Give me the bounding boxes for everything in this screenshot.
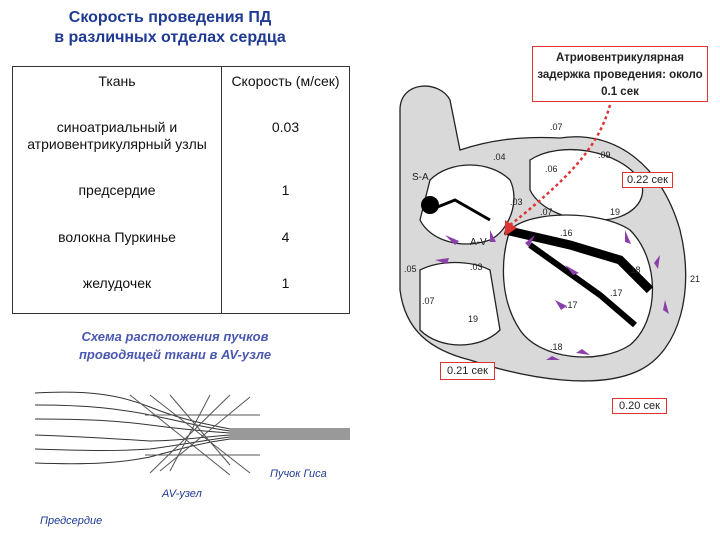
table-row-1-tissue: синоатриальный и атриовентрикулярный узл… <box>27 119 207 152</box>
table-row-1-speed: 0.03 <box>271 119 300 135</box>
time-label-021: 0.21 сек <box>440 362 495 380</box>
speed-table: Ткань Скорость (м/сек) синоатриальный и … <box>12 66 350 314</box>
av-node-bundle-scheme <box>34 391 350 476</box>
value-15: .07 <box>422 296 435 306</box>
value-14: .17 <box>565 300 578 310</box>
page-title: Скорость проведения ПД в различных отдел… <box>20 8 320 48</box>
bundle-line-2 <box>34 404 350 432</box>
table-row-2-speed: 1 <box>281 182 290 198</box>
value-8: .16 <box>560 228 573 238</box>
av-delay-box: Атриовентрикулярная задержка проведения:… <box>532 46 708 102</box>
label-sa: S-A <box>412 172 429 183</box>
right-bundle-branch <box>528 242 637 328</box>
bundle-line-1 <box>34 391 350 430</box>
left-atrium <box>529 148 644 221</box>
bundle-crosslines <box>129 394 260 476</box>
value-7: 19 <box>610 207 620 217</box>
table-header-tissue: Ткань <box>98 73 136 89</box>
time-label-020: 0.20 сек <box>612 398 667 414</box>
label-av: A-V <box>470 237 487 248</box>
value-6: .07 <box>540 207 553 217</box>
right-atrium <box>419 164 515 245</box>
time-label-022: 0.22 сек <box>622 172 673 188</box>
value-5: .03 <box>510 197 523 207</box>
label-av-node: AV-узел <box>162 488 202 500</box>
title-line-2: в различных отделах сердца <box>54 29 286 46</box>
value-10: .03 <box>470 262 483 272</box>
propagation-arrows <box>435 230 669 360</box>
av-node-marker <box>505 220 517 236</box>
his-bundle <box>503 225 654 294</box>
table-row-4-speed: 1 <box>281 275 290 291</box>
value-16: 19 <box>468 314 478 324</box>
value-12: 21 <box>690 274 700 284</box>
right-ventricle <box>419 261 501 346</box>
value-1: .07 <box>550 122 563 132</box>
bundle-line-3 <box>34 418 350 434</box>
value-13: .17 <box>610 288 623 298</box>
value-3: .04 <box>493 152 506 162</box>
table-header-speed: Скорость (м/сек) <box>231 73 340 89</box>
delay-pointer-line <box>509 104 612 226</box>
table-row-4-tissue: желудочек <box>82 275 152 291</box>
table-column-divider <box>221 67 222 313</box>
bundle-line-4 <box>34 434 350 442</box>
bundle-line-5 <box>34 436 350 451</box>
sa-node <box>421 196 439 214</box>
value-9: .05 <box>404 264 417 274</box>
heart-diagram: S-A A-V .07 .09 .04 .06 .03 .07 19 .16 .… <box>399 85 700 382</box>
scheme-caption: Схема расположения пучков проводящей тка… <box>78 329 272 362</box>
value-4: .06 <box>545 164 558 174</box>
label-his-bundle: Пучок Гиса <box>270 468 327 480</box>
table-row-3-tissue: волокна Пуркинье <box>58 229 176 245</box>
value-2: .09 <box>598 150 611 160</box>
value-17: .18 <box>550 342 563 352</box>
table-row-2-tissue: предсердие <box>78 182 156 198</box>
value-11: .18 <box>628 265 641 275</box>
label-atrium: Предсердие <box>40 515 103 527</box>
table-row-3-speed: 4 <box>281 229 290 245</box>
title-line-1: Скорость проведения ПД <box>68 9 272 26</box>
